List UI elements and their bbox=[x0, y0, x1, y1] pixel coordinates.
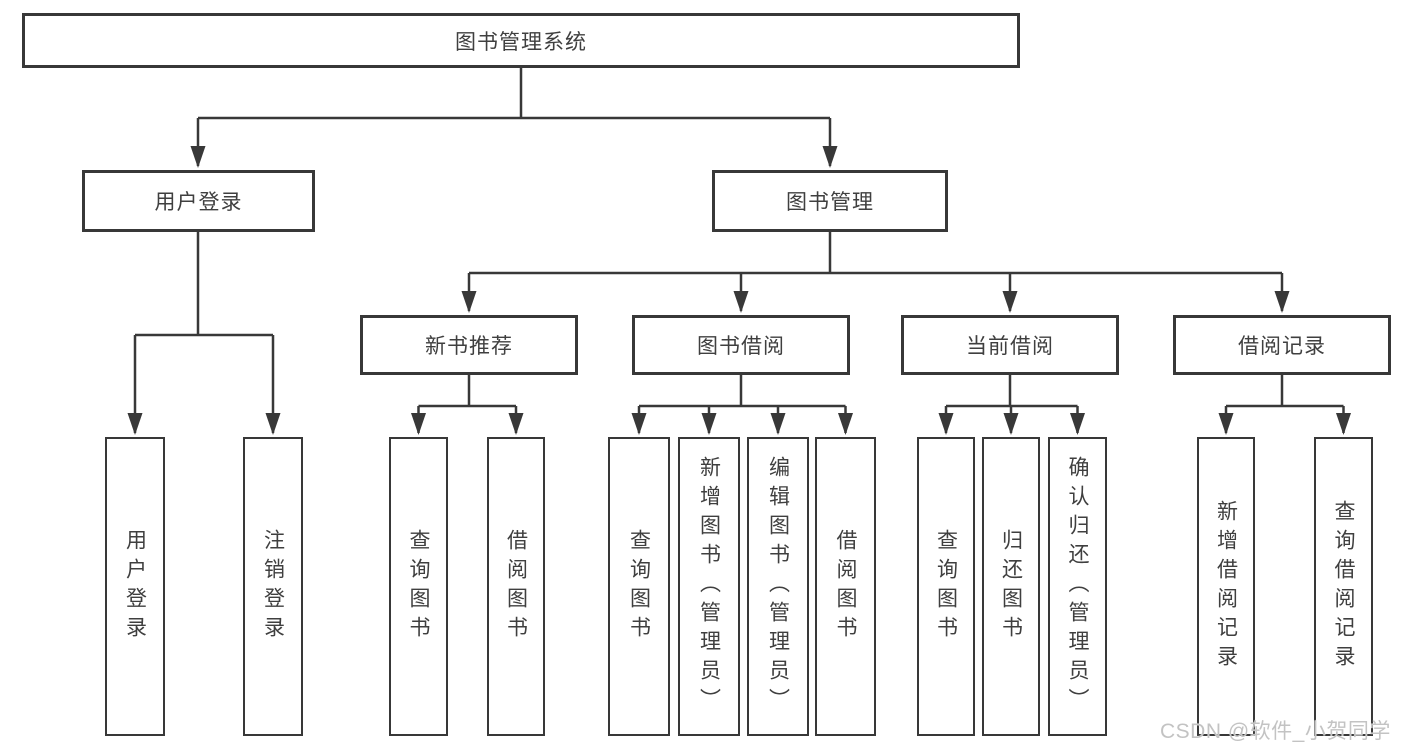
node-book-management: 图书管理 bbox=[712, 170, 948, 232]
watermark-csdn: CSDN @软件_小贺同学 bbox=[1160, 720, 1391, 743]
leaf-bb-add-books-admin-label: 新增图书（管理员） bbox=[697, 456, 721, 717]
leaf-cb-query-books: 查询图书 bbox=[917, 437, 975, 736]
leaf-bb-edit-books-admin-label: 编辑图书（管理员） bbox=[766, 456, 790, 717]
leaf-user-login: 用户登录 bbox=[105, 437, 165, 736]
node-user-login: 用户登录 bbox=[82, 170, 315, 232]
leaf-bb-add-books-admin: 新增图书（管理员） bbox=[678, 437, 740, 736]
node-book-borrowing: 图书借阅 bbox=[632, 315, 850, 375]
leaf-bb-query-books-label: 查询图书 bbox=[627, 528, 651, 645]
leaf-nbr-borrow-books-label: 借阅图书 bbox=[504, 528, 528, 645]
node-book-management-system: 图书管理系统 bbox=[22, 13, 1020, 68]
leaf-cb-query-books-label: 查询图书 bbox=[934, 528, 958, 645]
leaf-cb-return-books-label: 归还图书 bbox=[999, 528, 1023, 645]
leaf-bb-borrow-books: 借阅图书 bbox=[815, 437, 876, 736]
connector-new-book-rec-to-leaves bbox=[411, 373, 524, 435]
node-borrowing-records: 借阅记录 bbox=[1173, 315, 1391, 375]
leaf-br-add-borrow-record-label: 新增借阅记录 bbox=[1214, 499, 1238, 674]
connector-root-to-level2 bbox=[190, 66, 838, 168]
node-new-book-recommendation: 新书推荐 bbox=[360, 315, 578, 375]
leaf-br-query-borrow-record: 查询借阅记录 bbox=[1314, 437, 1373, 736]
leaf-cb-confirm-return-admin-label: 确认归还（管理员） bbox=[1066, 456, 1089, 717]
connector-user-login-to-leaves bbox=[127, 230, 281, 435]
leaf-logout-label: 注销登录 bbox=[261, 528, 285, 645]
leaf-cb-confirm-return-admin: 确认归还（管理员） bbox=[1048, 437, 1107, 736]
leaf-bb-query-books: 查询图书 bbox=[608, 437, 670, 736]
leaf-bb-edit-books-admin: 编辑图书（管理员） bbox=[747, 437, 809, 736]
leaf-bb-borrow-books-label: 借阅图书 bbox=[834, 528, 857, 645]
leaf-nbr-borrow-books: 借阅图书 bbox=[487, 437, 545, 736]
leaf-nbr-query-books: 查询图书 bbox=[389, 437, 448, 736]
leaf-br-query-borrow-record-label: 查询借阅记录 bbox=[1332, 499, 1355, 674]
node-current-borrowing: 当前借阅 bbox=[901, 315, 1119, 375]
leaf-nbr-query-books-label: 查询图书 bbox=[407, 528, 430, 645]
connector-current-borrow-to-leaves bbox=[938, 373, 1085, 435]
connector-borrow-records-to-leaves bbox=[1218, 373, 1351, 435]
leaf-br-add-borrow-record: 新增借阅记录 bbox=[1197, 437, 1255, 736]
leaf-cb-return-books: 归还图书 bbox=[982, 437, 1040, 736]
leaf-logout: 注销登录 bbox=[243, 437, 303, 736]
connector-book-management-to-level3 bbox=[461, 230, 1290, 313]
leaf-user-login-label: 用户登录 bbox=[123, 528, 147, 645]
connector-book-borrow-to-leaves bbox=[631, 373, 853, 435]
